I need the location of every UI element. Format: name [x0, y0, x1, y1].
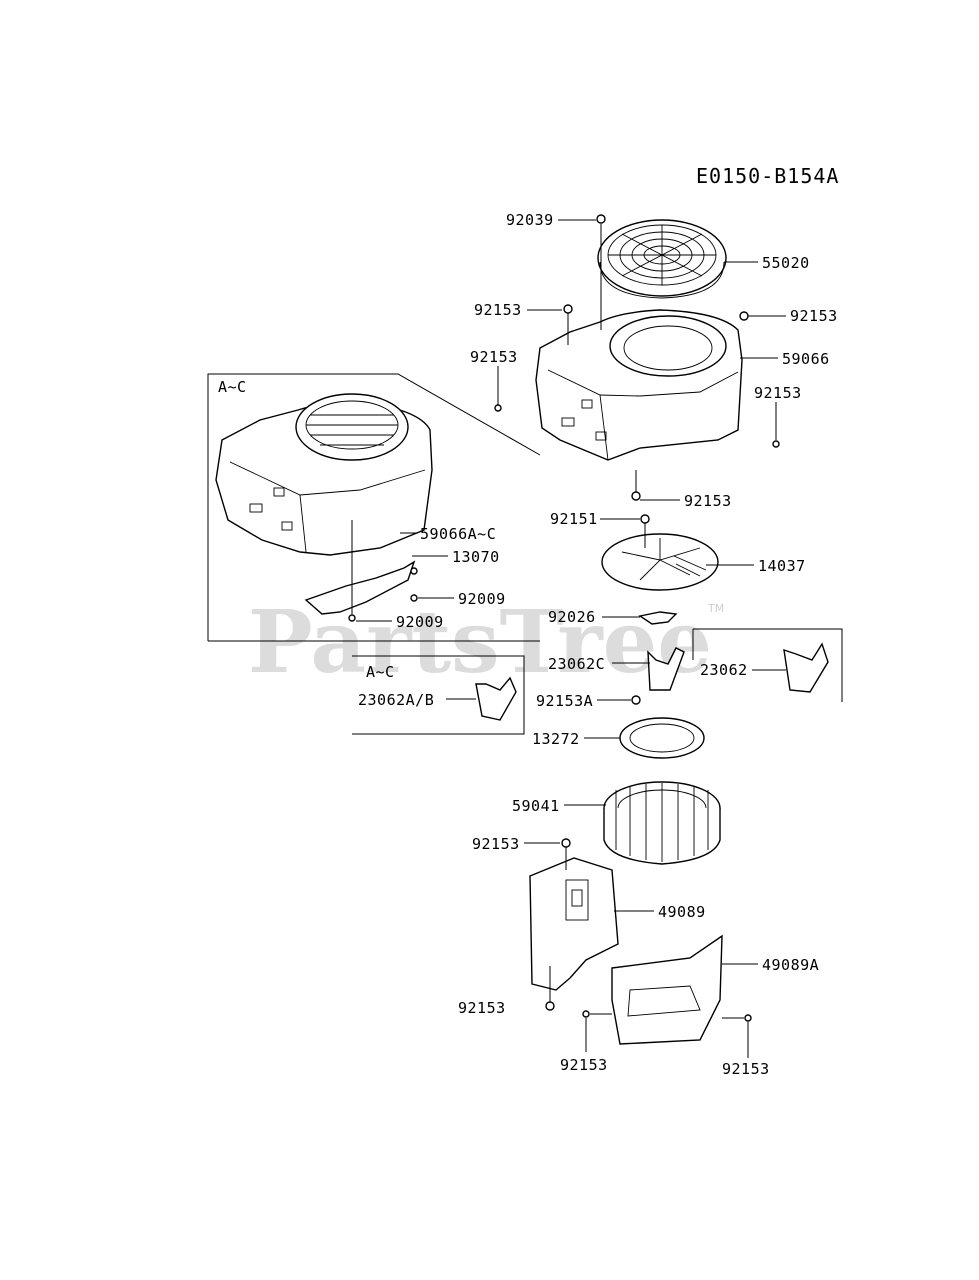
part-23062ab-guide [475, 676, 517, 721]
part-23062c-guide [647, 647, 685, 691]
callout-59066: 59066 [782, 350, 830, 368]
part-14037-plate [601, 533, 719, 591]
callout-55020: 55020 [762, 254, 810, 272]
part-59066-shroud [535, 309, 743, 461]
part-59041-fan [603, 781, 721, 865]
inset-frame-23062ab [352, 655, 525, 735]
part-92026-clip [638, 611, 678, 625]
callout-49089a: 49089A [762, 956, 819, 974]
part-23062-guide [783, 642, 829, 693]
part-13272-gasket [619, 717, 705, 759]
inset-label-ac: A~C [218, 378, 247, 396]
callout-92153-g: 92153 [458, 999, 506, 1017]
diagram-code: E0150-B154A [696, 164, 839, 188]
callout-23062c: 23062C [548, 655, 605, 673]
inset-frame-23062 [692, 628, 843, 702]
callout-92153-a: 92153 [474, 301, 522, 319]
callout-92153-i: 92153 [722, 1060, 770, 1078]
callout-92151: 92151 [550, 510, 598, 528]
callout-92039: 92039 [506, 211, 554, 229]
part-59066ac-shroud [215, 393, 433, 556]
callout-13272: 13272 [532, 730, 580, 748]
callout-23062ab: 23062A/B [358, 691, 434, 709]
callout-92009-b: 92009 [396, 613, 444, 631]
callout-59041: 59041 [512, 797, 560, 815]
callout-23062: 23062 [700, 661, 748, 679]
callout-59066ac: 59066A~C [420, 525, 496, 543]
leader-lines [351, 219, 786, 1058]
callout-92153-h: 92153 [560, 1056, 608, 1074]
watermark-trademark: TM [707, 602, 724, 615]
callout-92009-a: 92009 [458, 590, 506, 608]
callout-92153-d: 92153 [754, 384, 802, 402]
callout-49089: 49089 [658, 903, 706, 921]
callout-92153-f: 92153 [472, 835, 520, 853]
part-55020-screen [597, 219, 727, 299]
callout-14037: 14037 [758, 557, 806, 575]
callout-92026: 92026 [548, 608, 596, 626]
callout-13070: 13070 [452, 548, 500, 566]
callout-92153-b: 92153 [790, 307, 838, 325]
callout-92153a: 92153A [536, 692, 593, 710]
callout-92153-e: 92153 [684, 492, 732, 510]
inset-frame-ac [207, 373, 541, 642]
inset-label-ac-small: A~C [366, 663, 395, 681]
part-49089a-cover [611, 934, 723, 1045]
callout-92153-c: 92153 [470, 348, 518, 366]
part-49089-cover [529, 857, 619, 991]
